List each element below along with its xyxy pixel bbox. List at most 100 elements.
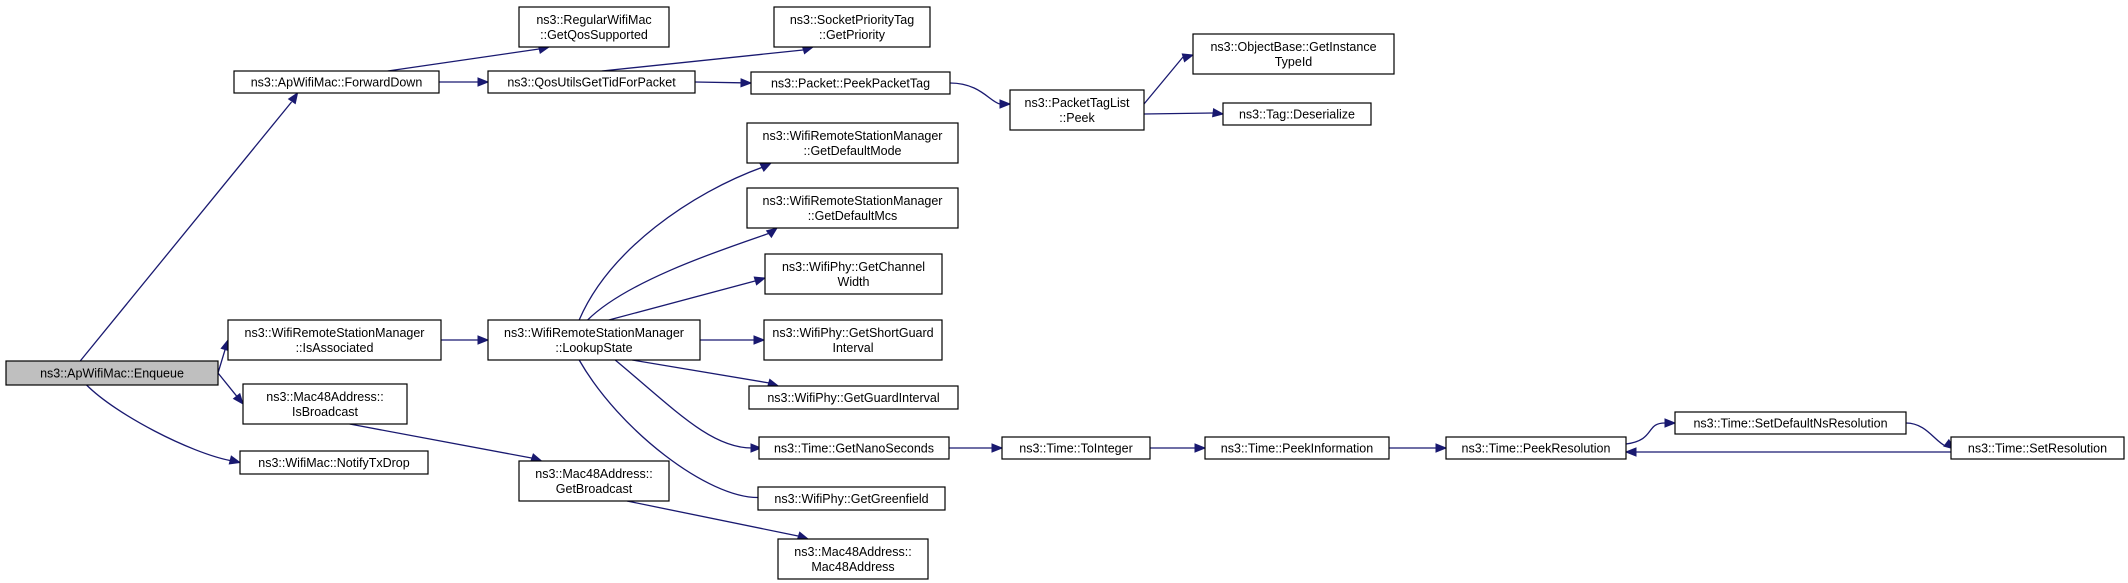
edge-peekpackettag-to-packettagpeek bbox=[949, 82, 1012, 109]
node-getgreenfield[interactable]: ns3::WifiPhy::GetGreenfield bbox=[757, 486, 946, 511]
node-notifytxdrop[interactable]: ns3::WifiMac::NotifyTxDrop bbox=[239, 450, 429, 475]
node-box[interactable] bbox=[242, 383, 408, 425]
edge-line bbox=[1625, 422, 1666, 445]
node-label: ::IsAssociated bbox=[296, 341, 374, 355]
node-box[interactable] bbox=[757, 486, 946, 511]
edge-layer bbox=[79, 44, 1956, 541]
edge-lookupstate-to-getdefaultmode bbox=[578, 162, 773, 321]
edge-isassociated-to-lookupstate bbox=[441, 335, 490, 345]
node-box[interactable] bbox=[777, 538, 929, 580]
node-label: ns3::Tag::Deserialize bbox=[1239, 108, 1355, 122]
edge-getnanoseconds-to-tointeger bbox=[949, 443, 1004, 453]
node-qosutils[interactable]: ns3::QosUtilsGetTidForPacket bbox=[487, 70, 696, 94]
node-label: ::GetQosSupported bbox=[540, 28, 648, 42]
node-box[interactable] bbox=[487, 70, 696, 94]
node-box[interactable] bbox=[487, 319, 701, 361]
node-getnanoseconds[interactable]: ns3::Time::GetNanoSeconds bbox=[758, 436, 950, 460]
edge-line bbox=[387, 48, 540, 72]
node-box[interactable] bbox=[763, 319, 943, 361]
node-setresolution[interactable]: ns3::Time::SetResolution bbox=[1950, 436, 2125, 460]
node-label: ns3::WifiPhy::GetChannel bbox=[782, 260, 925, 274]
node-lookupstate[interactable]: ns3::WifiRemoteStationManager::LookupSta… bbox=[487, 319, 701, 361]
edge-qosutils-to-peekpackettag bbox=[694, 78, 753, 88]
node-label: ::Peek bbox=[1059, 111, 1095, 125]
edge-line bbox=[217, 349, 226, 374]
node-box[interactable] bbox=[746, 122, 959, 164]
node-label: ::GetDefaultMode bbox=[804, 144, 902, 158]
arrowhead bbox=[228, 455, 242, 465]
edge-lookupstate-to-getchannelwidth bbox=[608, 276, 767, 321]
edge-lookupstate-to-getshortguard bbox=[700, 335, 766, 345]
edge-line bbox=[1143, 112, 1214, 115]
node-box[interactable] bbox=[233, 70, 440, 94]
node-deserialize[interactable]: ns3::Tag::Deserialize bbox=[1222, 102, 1372, 126]
node-box[interactable] bbox=[227, 319, 442, 361]
node-peekresolution[interactable]: ns3::Time::PeekResolution bbox=[1445, 436, 1627, 460]
node-tointeger[interactable]: ns3::Time::ToInteger bbox=[1001, 436, 1151, 460]
arrowhead bbox=[1664, 418, 1677, 428]
node-label: ns3::ApWifiMac::ForwardDown bbox=[251, 76, 423, 90]
node-peekinformation[interactable]: ns3::Time::PeekInformation bbox=[1204, 436, 1390, 460]
node-peekpackettag[interactable]: ns3::Packet::PeekPacketTag bbox=[750, 71, 951, 95]
edge-packettagpeek-to-getinstancetypeid bbox=[1143, 53, 1195, 105]
node-label: ns3::ApWifiMac::Enqueue bbox=[40, 367, 184, 381]
node-box[interactable] bbox=[239, 450, 429, 475]
node-box[interactable] bbox=[1674, 411, 1907, 435]
node-box[interactable] bbox=[773, 6, 931, 48]
node-packettagpeek[interactable]: ns3::PacketTagList::Peek bbox=[1009, 89, 1145, 131]
node-label: ns3::Time::ToInteger bbox=[1019, 442, 1132, 456]
edge-lookupstate-to-getguardinterval bbox=[632, 359, 780, 388]
node-getqossupported[interactable]: ns3::RegularWifiMac::GetQosSupported bbox=[518, 6, 670, 48]
node-label: IsBroadcast bbox=[292, 405, 359, 419]
node-box[interactable] bbox=[1204, 436, 1390, 460]
node-getdefaultmcs[interactable]: ns3::WifiRemoteStationManager::GetDefaul… bbox=[746, 187, 959, 229]
node-box[interactable] bbox=[758, 436, 950, 460]
node-box[interactable] bbox=[1222, 102, 1372, 126]
node-box[interactable] bbox=[750, 71, 951, 95]
node-box[interactable] bbox=[518, 460, 670, 502]
node-box[interactable] bbox=[764, 253, 943, 295]
arrowhead bbox=[765, 227, 779, 239]
node-label: ns3::WifiRemoteStationManager bbox=[763, 194, 943, 208]
node-getbroadcast[interactable]: ns3::Mac48Address::GetBroadcast bbox=[518, 460, 670, 502]
node-box[interactable] bbox=[1950, 436, 2125, 460]
node-forwarddown[interactable]: ns3::ApWifiMac::ForwardDown bbox=[233, 70, 440, 94]
node-isbroadcast[interactable]: ns3::Mac48Address::IsBroadcast bbox=[242, 383, 408, 425]
edge-line bbox=[632, 359, 770, 384]
edge-enqueue-to-notifytxdrop bbox=[86, 384, 242, 465]
arrowhead bbox=[232, 392, 244, 406]
node-label: ns3::WifiRemoteStationManager bbox=[763, 129, 943, 143]
node-getdefaultmode[interactable]: ns3::WifiRemoteStationManager::GetDefaul… bbox=[746, 122, 959, 164]
node-getguardinterval[interactable]: ns3::WifiPhy::GetGuardInterval bbox=[748, 385, 959, 410]
node-box[interactable] bbox=[1001, 436, 1151, 460]
node-label: ns3::Mac48Address:: bbox=[535, 467, 652, 481]
node-box[interactable] bbox=[518, 6, 670, 48]
node-box[interactable] bbox=[746, 187, 959, 229]
node-box[interactable] bbox=[1445, 436, 1627, 460]
node-getpriority[interactable]: ns3::SocketPriorityTag::GetPriority bbox=[773, 6, 931, 48]
edge-line bbox=[949, 82, 1001, 105]
node-label: ns3::Time::SetResolution bbox=[1968, 442, 2107, 456]
node-box[interactable] bbox=[1009, 89, 1145, 131]
edge-tointeger-to-peekinformation bbox=[1150, 443, 1207, 453]
node-box[interactable] bbox=[748, 385, 959, 410]
edge-forwarddown-to-getqossupported bbox=[387, 44, 551, 72]
node-label: ns3::Time::PeekInformation bbox=[1221, 442, 1373, 456]
edge-setdefaultnsresolution-to-setresolution bbox=[1905, 422, 1956, 450]
arrowhead bbox=[753, 335, 766, 345]
edge-line bbox=[79, 101, 293, 362]
node-box[interactable] bbox=[5, 360, 219, 386]
edge-packettagpeek-to-deserialize bbox=[1143, 108, 1225, 118]
arrowhead bbox=[753, 276, 767, 286]
node-label: ns3::ObjectBase::GetInstance bbox=[1210, 40, 1376, 54]
node-enqueue[interactable]: ns3::ApWifiMac::Enqueue bbox=[5, 360, 219, 386]
node-mac48address[interactable]: ns3::Mac48Address::Mac48Address bbox=[777, 538, 929, 580]
edge-line bbox=[349, 423, 532, 459]
node-box[interactable] bbox=[1192, 33, 1395, 75]
node-setdefaultnsresolution[interactable]: ns3::Time::SetDefaultNsResolution bbox=[1674, 411, 1907, 435]
node-isassociated[interactable]: ns3::WifiRemoteStationManager::IsAssocia… bbox=[227, 319, 442, 361]
arrowhead bbox=[1435, 443, 1448, 453]
